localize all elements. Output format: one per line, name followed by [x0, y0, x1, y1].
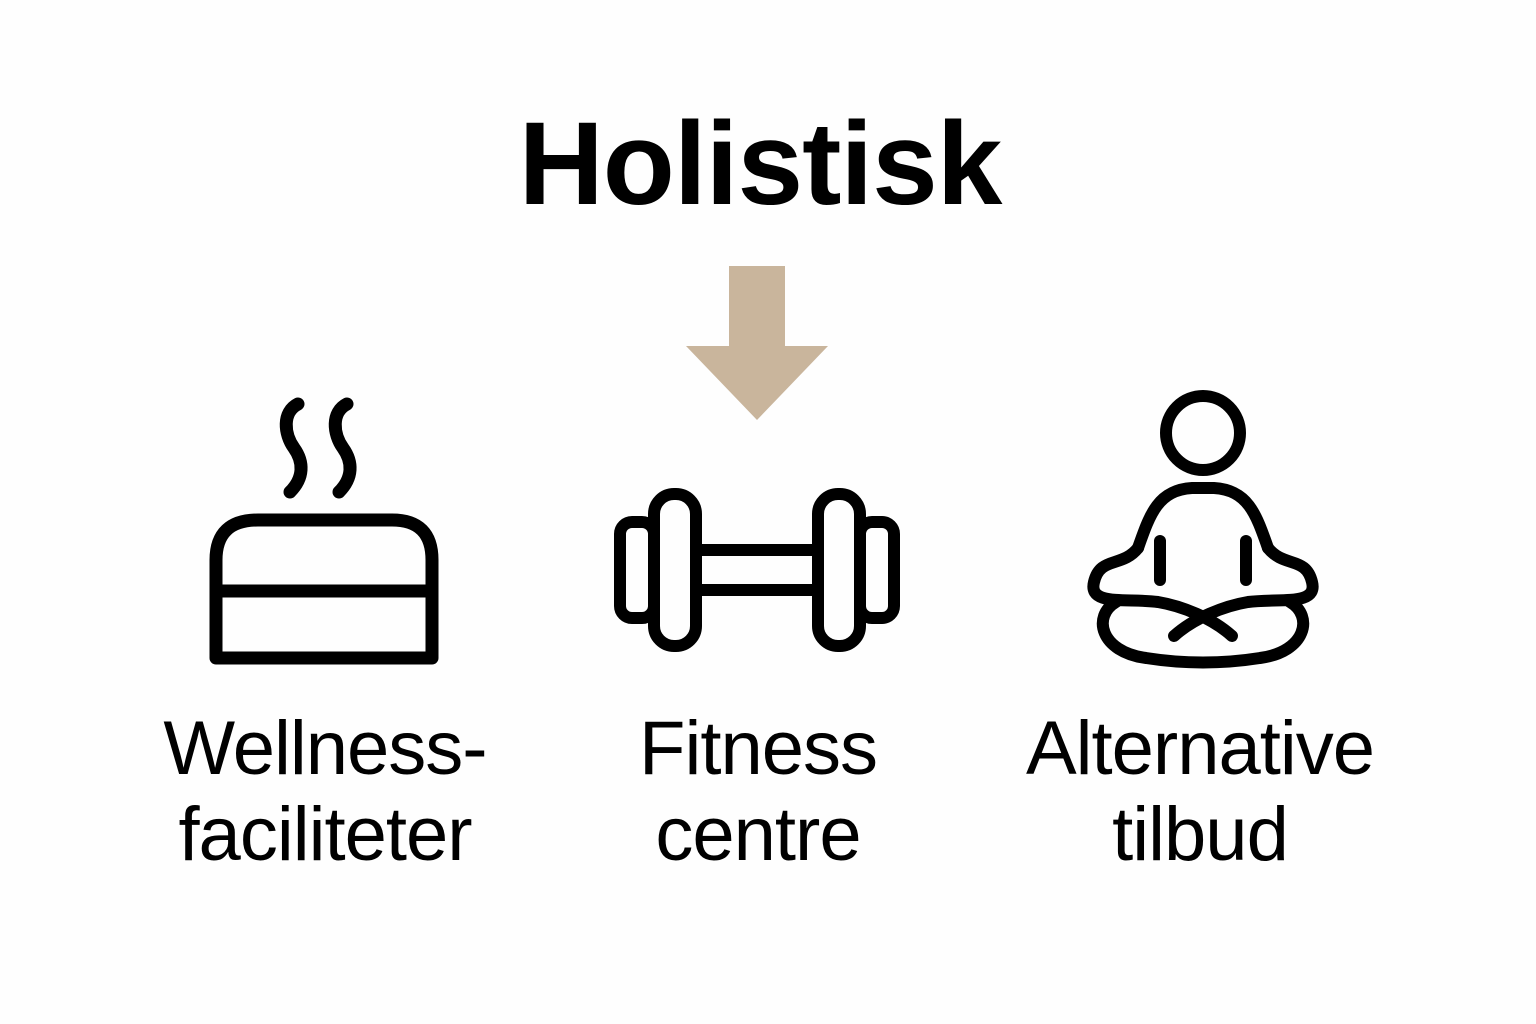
label-alternative: Alternative tilbud [980, 706, 1420, 878]
diagram-title: Holistisk [518, 98, 1003, 230]
dumbbell-icon [614, 488, 900, 652]
label-wellness-line1: Wellness- [163, 706, 487, 791]
label-wellness-line2: faciliteter [178, 792, 472, 877]
sauna-icon [209, 397, 439, 665]
meditation-icon [1087, 390, 1319, 669]
label-fitness-line1: Fitness [639, 706, 878, 791]
down-arrow-icon [686, 266, 828, 420]
label-alternative-line2: tilbud [1112, 792, 1289, 877]
label-fitness: Fitness centre [538, 706, 978, 878]
label-wellness: Wellness- faciliteter [105, 706, 545, 878]
label-fitness-line2: centre [655, 792, 861, 877]
label-alternative-line1: Alternative [1025, 706, 1375, 791]
